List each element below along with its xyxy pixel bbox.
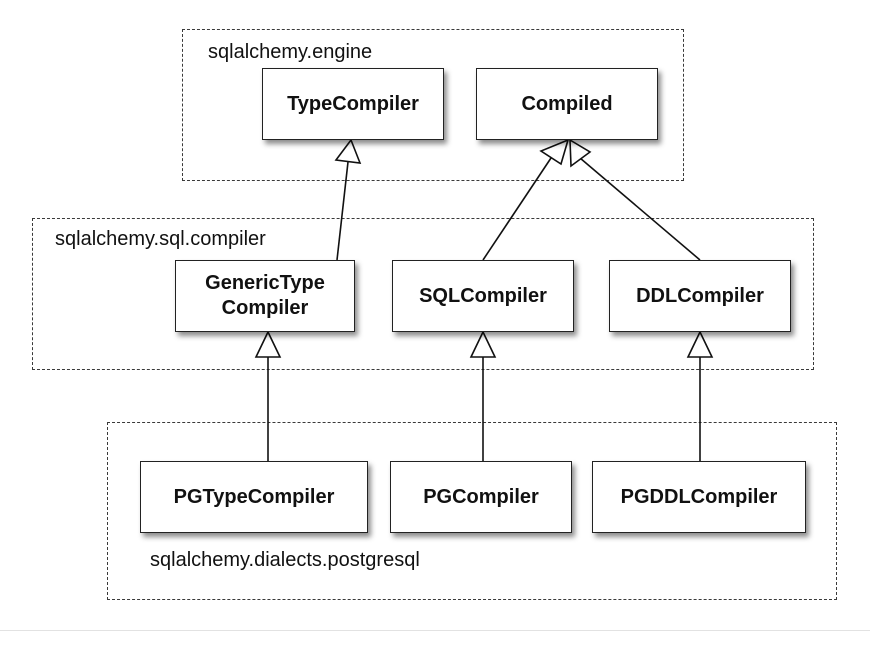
package-sqlalchemy-engine bbox=[182, 29, 684, 181]
class-pgcompiler: PGCompiler bbox=[390, 461, 572, 533]
class-name-generictypecompiler: GenericType Compiler bbox=[205, 272, 325, 319]
arrowhead-compiled-from-sqlcompiler bbox=[539, 138, 570, 166]
arrowhead-generictypecompiler bbox=[254, 330, 282, 358]
class-typecompiler: TypeCompiler bbox=[262, 68, 444, 140]
arrowhead-ddlcompiler bbox=[686, 330, 714, 358]
class-pgtypecompiler: PGTypeCompiler bbox=[140, 461, 368, 533]
arrowhead-typecompiler bbox=[334, 138, 362, 164]
arrowhead-compiled-from-ddlcompiler bbox=[569, 138, 592, 168]
package-sqlalchemy-sql-compiler bbox=[32, 218, 814, 370]
class-name-typecompiler: TypeCompiler bbox=[287, 92, 419, 115]
class-name-pgtypecompiler: PGTypeCompiler bbox=[173, 485, 335, 508]
class-name-ddlcompiler: DDLCompiler bbox=[636, 284, 764, 307]
class-ddlcompiler: DDLCompiler bbox=[609, 260, 791, 332]
class-compiled: Compiled bbox=[476, 68, 658, 140]
edge-sqlcompiler-compiled bbox=[482, 157, 552, 261]
arrowhead-sqlcompiler bbox=[469, 330, 497, 358]
class-name-pgddlcompiler: PGDDLCompiler bbox=[620, 485, 778, 508]
edge-ddlcompiler-compiled bbox=[579, 157, 701, 261]
class-generictypecompiler: GenericType Compiler bbox=[175, 260, 355, 332]
bottom-divider bbox=[0, 630, 870, 631]
class-pgddlcompiler: PGDDLCompiler bbox=[592, 461, 806, 533]
package-sqlalchemy-dialects-postgresql bbox=[107, 422, 837, 600]
class-name-pgcompiler: PGCompiler bbox=[423, 485, 539, 508]
class-name-compiled: Compiled bbox=[521, 92, 613, 115]
class-sqlcompiler: SQLCompiler bbox=[392, 260, 574, 332]
package-label-engine: sqlalchemy.engine bbox=[208, 41, 373, 63]
class-name-sqlcompiler: SQLCompiler bbox=[419, 284, 547, 307]
package-label-sql-compiler: sqlalchemy.sql.compiler bbox=[55, 228, 266, 250]
package-label-dialects-postgresql: sqlalchemy.dialects.postgresql bbox=[150, 549, 420, 571]
edge-generictypecompiler-typecompiler bbox=[336, 161, 349, 261]
